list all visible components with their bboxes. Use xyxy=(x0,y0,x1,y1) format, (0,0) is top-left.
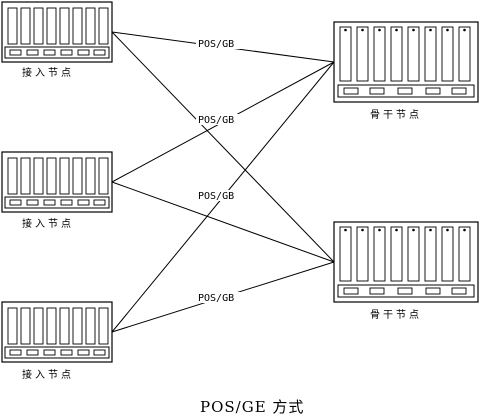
link-access1-backbone2 xyxy=(111,31,335,263)
link-access2-backbone2 xyxy=(111,181,335,263)
access-node-label: 接入节点 xyxy=(22,66,74,79)
link-label: POS/GB xyxy=(198,191,234,202)
backbone-node-1 xyxy=(333,21,479,103)
access-node-1 xyxy=(1,1,113,63)
link-labels: POS/GB POS/GB POS/GB POS/GB xyxy=(196,38,246,304)
access-node-2 xyxy=(1,151,113,213)
backbone-node-2 xyxy=(333,221,479,303)
access-node-label: 接入节点 xyxy=(22,217,74,230)
link-label: POS/GB xyxy=(198,115,234,126)
links xyxy=(111,31,335,333)
link-label: POS/GB xyxy=(198,293,234,304)
access-node-3 xyxy=(1,301,113,363)
access-node-label: 接入节点 xyxy=(22,368,74,381)
link-label: POS/GB xyxy=(198,39,234,50)
diagram-title: POS/GE 方式 xyxy=(200,398,304,416)
backbone-node-label: 骨干节点 xyxy=(370,109,422,121)
backbone-node-label: 骨干节点 xyxy=(370,309,422,321)
